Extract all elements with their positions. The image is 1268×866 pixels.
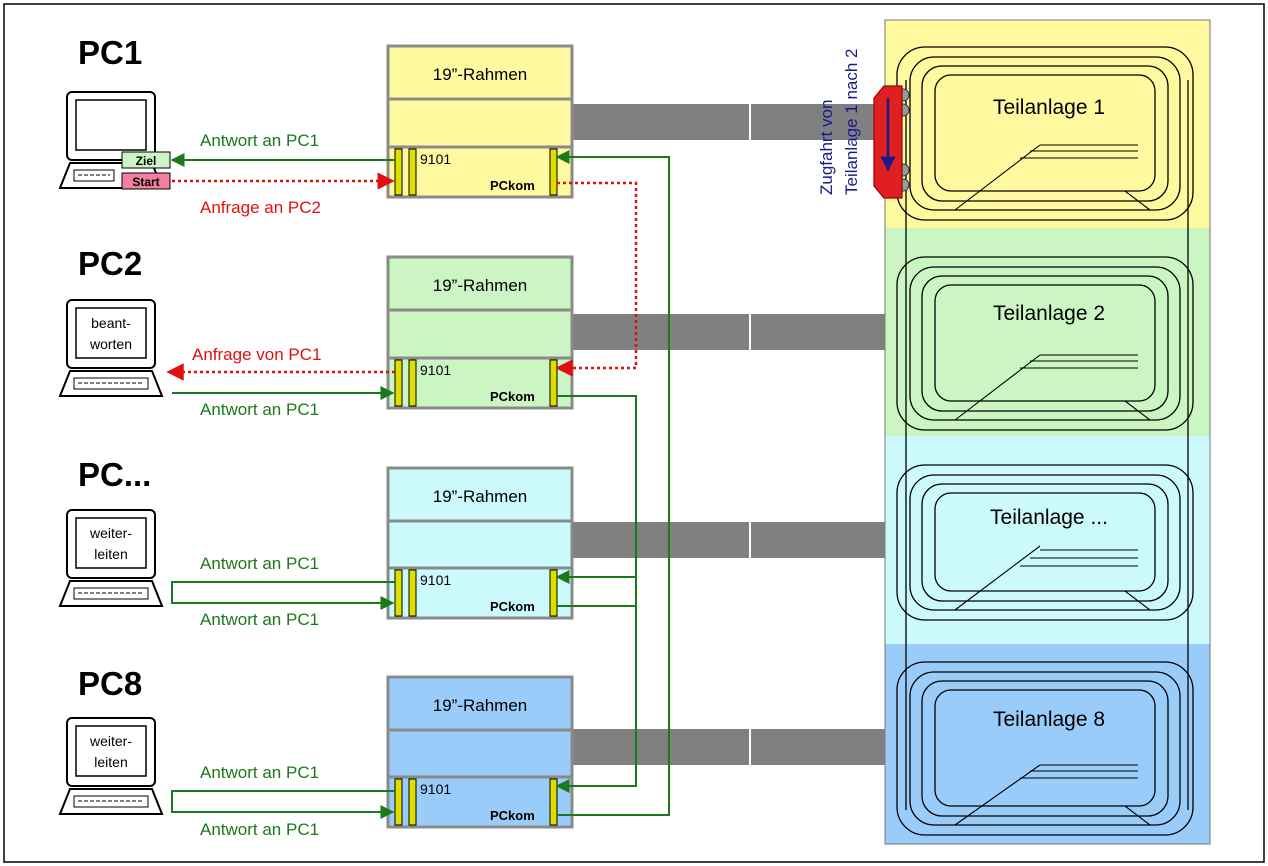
computer-1: Ziel Start: [58, 91, 171, 190]
computer-3: weiter- leiten: [58, 509, 164, 607]
module-9101-label: 9101: [420, 572, 451, 588]
rack-frame-label: 19”-Rahmen: [433, 487, 528, 506]
rack-2: 19”-Rahmen 9101 PCkom: [386, 255, 574, 410]
train-label: Zugfahrt von Teilanlage 1 nach 2: [817, 48, 861, 195]
rack-frame-label: 19”-Rahmen: [433, 276, 528, 295]
pc-rack-arrows: Antwort an PC1 Anfrage an PC2 Anfrage vo…: [166, 131, 395, 839]
track-loops-4: [896, 661, 1194, 836]
rack-frame-label: 19”-Rahmen: [433, 65, 528, 84]
train-label-line-1: Zugfahrt von: [817, 100, 836, 195]
screen-text-line-1: weiter-: [89, 733, 132, 749]
computer-4: weiter- leiten: [58, 717, 164, 815]
arrow-label: Antwort an PC1: [200, 610, 319, 629]
module-9101-label: 9101: [420, 362, 451, 378]
rack-frame-label: 19”-Rahmen: [433, 696, 528, 715]
rack-3: 19”-Rahmen 9101 PCkom: [386, 466, 574, 620]
rack-4: 19”-Rahmen 9101 PCkom: [386, 675, 574, 829]
pckom-connections: [555, 150, 670, 816]
pc-title-2: PC2: [78, 245, 142, 282]
section-bg-2: [885, 228, 1210, 436]
section-label-2: Teilanlage 2: [993, 302, 1105, 325]
pckom-label: PCkom: [490, 808, 535, 823]
train-label-line-2: Teilanlage 1 nach 2: [842, 48, 861, 195]
answer-arrow: [171, 581, 395, 610]
pckom-label: PCkom: [490, 389, 535, 404]
computer-2: beant- worten: [58, 299, 164, 397]
section-bg-3: [885, 436, 1210, 644]
screen-text-line-1: beant-: [91, 315, 131, 331]
layout-sections: Teilanlage 1 Teilanlage 2 Teilanlage ...…: [884, 19, 1211, 845]
section-label-3: Teilanlage ...: [990, 506, 1108, 529]
pc-title-4: PC8: [78, 665, 142, 702]
pckom-label: PCkom: [490, 599, 535, 614]
pckom-label: PCkom: [490, 178, 535, 193]
track-loops-3: [896, 464, 1194, 621]
arrow-label: Antwort an PC1: [200, 131, 319, 150]
section-bg-1: [885, 20, 1210, 228]
section-bg-4: [885, 644, 1210, 844]
answer-arrow: [171, 790, 395, 819]
track-loops-1: [896, 46, 1194, 221]
ziel-tag: [121, 151, 171, 169]
arrow-label: Antwort an PC1: [200, 400, 319, 419]
screen-text-line-2: worten: [89, 336, 132, 352]
start-tag-label: Start: [132, 175, 159, 189]
screen-text-line-2: leiten: [94, 754, 127, 770]
module-9101-label: 9101: [420, 781, 451, 797]
arrow-label: Anfrage an PC2: [200, 198, 321, 217]
pc-title-3: PC...: [78, 456, 151, 493]
arrow-label: Anfrage von PC1: [192, 345, 321, 364]
arrow-label: Antwort an PC1: [200, 554, 319, 573]
module-9101-label: 9101: [420, 151, 451, 167]
screen-text-line-1: weiter-: [89, 525, 132, 541]
bus-bars: [570, 104, 885, 765]
arrow-label: Antwort an PC1: [200, 820, 319, 839]
start-tag: [121, 172, 171, 190]
screen-text-line-2: leiten: [94, 546, 127, 562]
pc-title-1: PC1: [78, 34, 142, 71]
section-label-4: Teilanlage 8: [993, 708, 1105, 731]
locomotive: [873, 85, 910, 199]
section-label-1: Teilanlage 1: [993, 96, 1105, 119]
arrow-label: Antwort an PC1: [200, 763, 319, 782]
outer-frame: [3, 3, 1265, 863]
rack-1: 19”-Rahmen 9101 PCkom: [386, 44, 574, 199]
ziel-tag-label: Ziel: [136, 154, 157, 168]
track-loops-2: [896, 256, 1194, 431]
